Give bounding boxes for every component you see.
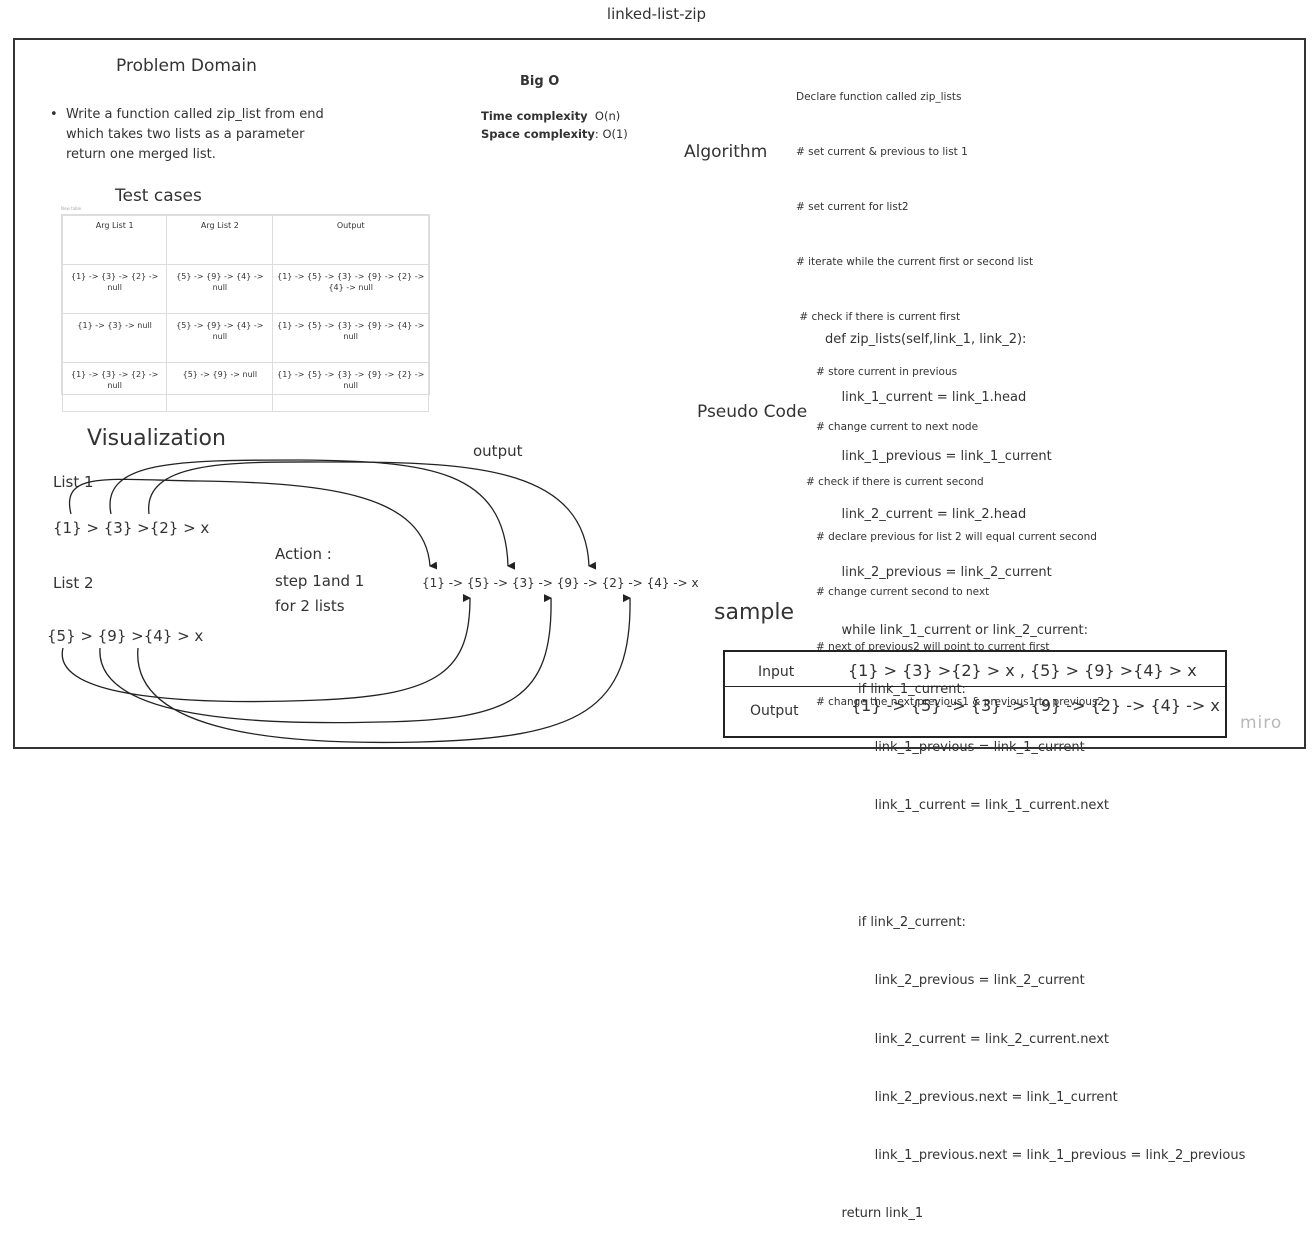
sample-heading: sample (714, 600, 794, 625)
column-header: Output (272, 215, 429, 265)
sample-output-value: {1} -> {5} -> {3} -> {9} -> {2} -> {4} -… (851, 696, 1220, 715)
arrow-list2-node4 (137, 594, 631, 744)
code-line: link_1_previous.next = link_1_previous =… (825, 1148, 1246, 1164)
code-line: def zip_lists(self,link_1, link_2): (825, 332, 1027, 347)
code-line: link_2_previous = link_2_current (825, 973, 1085, 989)
code-line: link_1_previous = link_1_current (825, 740, 1085, 756)
table-cell: {1} -> {3} -> {2} -> null (61, 264, 168, 314)
visualization-arrows (61, 459, 631, 744)
arrow-list2-node5 (61, 593, 471, 703)
table-header-row: Arg List 1 Arg List 2 Output (61, 215, 429, 265)
sample-input-value: {1} > {3} >{2} > x , {5} > {9} >{4} > x (848, 661, 1197, 680)
sample-input-label: Input (758, 664, 795, 680)
action-line-1: Action : (275, 545, 332, 563)
list2-value: {5} > {9} >{4} > x (47, 627, 204, 645)
space-complexity-value: : O(1) (594, 127, 628, 141)
board-frame[interactable] (13, 38, 1306, 749)
sample-output-label: Output (750, 703, 799, 719)
list1-value: {1} > {3} >{2} > x (53, 519, 210, 537)
table-cell: {1} -> {5} -> {3} -> {9} -> {2} -> {4} -… (272, 264, 429, 314)
column-header: Arg List 2 (166, 215, 274, 265)
algorithm-line: # check if there is current second (796, 476, 984, 488)
algorithm-heading: Algorithm (684, 142, 768, 162)
code-line (825, 855, 1245, 875)
code-line: link_2_current = link_2.head (825, 506, 1027, 522)
table-row: {1} -> {3} -> {2} -> null {5} -> {9} -> … (61, 362, 429, 412)
code-line: return link_1 (825, 1206, 924, 1222)
arrow-list1-node2 (148, 461, 597, 570)
list2-label: List 2 (53, 574, 94, 592)
algorithm-line: # set current & previous to list 1 (796, 146, 968, 158)
arrow-list2-node9 (99, 594, 552, 724)
algorithm-line: # declare previous for list 2 will equal… (796, 531, 1097, 543)
problem-line-3: return one merged list. (66, 147, 216, 162)
output-value: {1} -> {5} -> {3} -> {9} -> {2} -> {4} -… (422, 576, 699, 590)
algorithm-line: # check if there is current first (796, 311, 961, 323)
code-line: while link_1_current or link_2_current: (825, 623, 1089, 639)
arrow-list1-node1 (68, 478, 438, 570)
algorithm-line: Declare function called zip_lists (796, 91, 962, 103)
arrow-list1-node3 (109, 459, 516, 570)
algorithm-line: # store current in previous (796, 366, 958, 378)
code-line: link_2_previous = link_2_current (825, 565, 1052, 581)
table-cell: {1} -> {5} -> {3} -> {9} -> {4} -> null (272, 313, 429, 363)
space-complexity: Space complexity: O(1) (481, 127, 628, 141)
table-row: {1} -> {3} -> null {5} -> {9} -> {4} -> … (61, 313, 429, 363)
time-complexity-label: Time complexity (481, 109, 588, 123)
code-line: link_2_current = link_2_current.next (825, 1031, 1109, 1047)
visualization-heading: Visualization (87, 426, 226, 451)
test-cases-heading: Test cases (115, 186, 202, 206)
table-cell: {5} -> {9} -> {4} -> null (166, 313, 274, 363)
table-cell: {1} -> {3} -> null (61, 313, 168, 363)
sample-table[interactable] (723, 650, 1227, 738)
space-complexity-label: Space complexity (481, 127, 595, 141)
algorithm-line: # change the next previous1 & previous1 … (796, 696, 1105, 708)
algorithm-line: # change current second to next (796, 586, 990, 598)
algorithm-line: # change current to next node (796, 421, 979, 433)
miro-logo: miro (1240, 713, 1283, 733)
time-complexity-value: O(n) (594, 109, 621, 123)
bullet-dot: • (50, 107, 58, 122)
big-o-heading: Big O (520, 74, 560, 89)
code-line: if link_1_current: (825, 681, 966, 697)
column-header: Arg List 1 (61, 215, 168, 265)
code-line: if link_2_current: (825, 914, 966, 930)
test-cases-table[interactable]: Arg List 1 Arg List 2 Output {1} -> {3} … (61, 214, 430, 412)
code-line: link_1_current = link_1.head (825, 390, 1027, 406)
code-line: link_1_previous = link_1_current (825, 448, 1052, 464)
page-title: linked-list-zip (606, 5, 707, 23)
table-row: {1} -> {3} -> {2} -> null {5} -> {9} -> … (61, 264, 429, 314)
algorithm-line: # iterate while the current first or sec… (796, 256, 1034, 268)
problem-line-2: which takes two lists as a parameter (66, 127, 305, 142)
table-cell: {1} -> {3} -> {2} -> null (61, 362, 168, 412)
test-table-caption: New table (61, 206, 82, 211)
output-label: output (473, 442, 523, 460)
pseudo-code-heading: Pseudo Code (697, 402, 808, 422)
time-complexity: Time complexity O(n) (481, 109, 620, 123)
code-line: link_1_current = link_1_current.next (825, 798, 1109, 814)
table-cell: {5} -> {9} -> null (166, 362, 274, 412)
sample-divider (725, 686, 1225, 687)
action-line-3: for 2 lists (275, 597, 345, 615)
problem-domain-heading: Problem Domain (116, 56, 257, 76)
problem-line-1: Write a function called zip_list from en… (66, 107, 324, 122)
algorithm-line: # set current for list2 (796, 201, 909, 213)
action-line-2: step 1and 1 (275, 572, 365, 590)
table-cell: {1} -> {5} -> {3} -> {9} -> {2} -> null (272, 362, 429, 412)
code-line: link_2_previous.next = link_1_current (825, 1089, 1118, 1105)
table-cell: {5} -> {9} -> {4} -> null (166, 264, 274, 314)
